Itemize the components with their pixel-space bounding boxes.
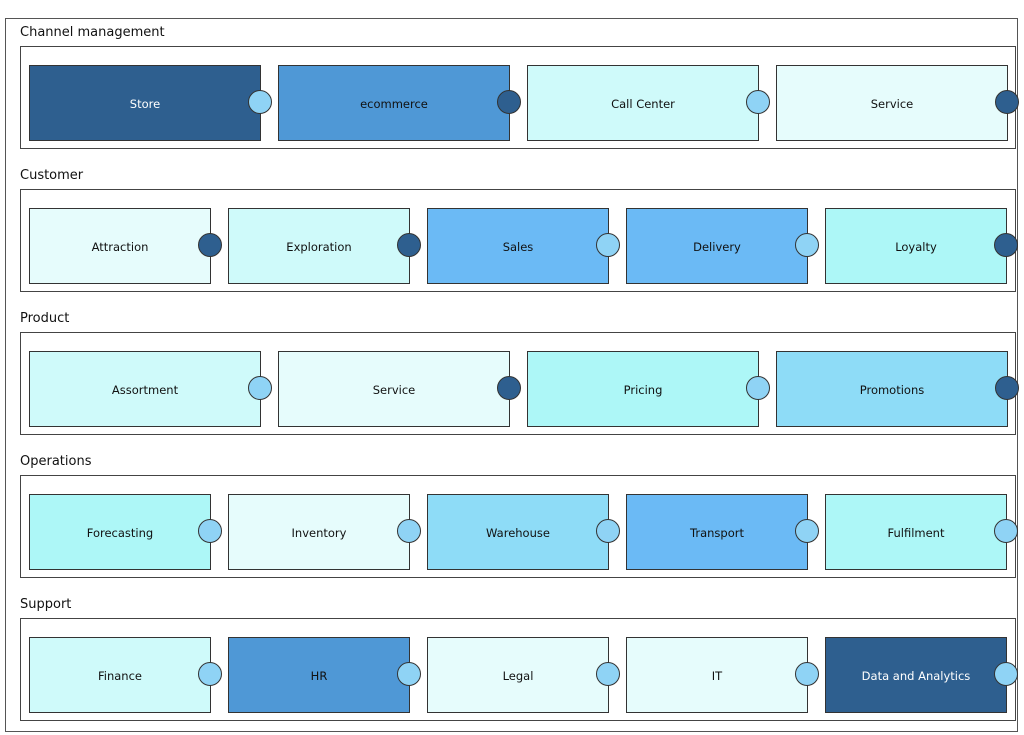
component-loyalty[interactable]: Loyalty xyxy=(825,208,1007,284)
component-fulfilment[interactable]: Fulfilment xyxy=(825,494,1007,570)
component-label: Service xyxy=(870,97,914,111)
component-label: HR xyxy=(310,669,328,683)
component-exploration[interactable]: Exploration xyxy=(228,208,410,284)
component-label: Attraction xyxy=(91,240,149,254)
group-title-customer: Customer xyxy=(20,168,84,183)
component-pricing[interactable]: Pricing xyxy=(527,351,759,427)
interface-port-icon xyxy=(746,376,770,400)
component-label: Legal xyxy=(502,669,534,683)
interface-port-icon xyxy=(198,233,222,257)
component-inventory[interactable]: Inventory xyxy=(228,494,410,570)
component-label: Transport xyxy=(690,526,744,540)
component-service[interactable]: Service xyxy=(278,351,510,427)
interface-port-icon xyxy=(596,662,620,686)
group-channel-management: Store ecommerce Call Center Service xyxy=(20,46,1019,149)
component-hr[interactable]: HR xyxy=(228,637,410,713)
component-label: Loyalty xyxy=(895,240,937,254)
interface-port-icon xyxy=(198,519,222,543)
component-label: Forecasting xyxy=(86,526,154,540)
interface-port-icon xyxy=(995,90,1019,114)
component-legal[interactable]: Legal xyxy=(427,637,609,713)
component-label: Pricing xyxy=(623,383,663,397)
interface-port-icon xyxy=(248,90,272,114)
interface-port-icon xyxy=(795,519,819,543)
interface-port-icon xyxy=(397,519,421,543)
interface-port-icon xyxy=(596,233,620,257)
component-label: Data and Analytics xyxy=(861,669,971,683)
component-label: Fulfilment xyxy=(887,526,945,540)
component-label: Store xyxy=(129,97,161,111)
component-label: Promotions xyxy=(859,383,925,397)
group-operations: Forecasting Inventory Warehouse Transport Fu… xyxy=(20,475,1018,578)
component-warehouse[interactable]: Warehouse xyxy=(427,494,609,570)
interface-port-icon xyxy=(198,662,222,686)
component-service[interactable]: Service xyxy=(776,65,1008,141)
component-delivery[interactable]: Delivery xyxy=(626,208,808,284)
group-customer: Attraction Exploration Sales Delivery Loyalt… xyxy=(20,189,1018,292)
group-title-support: Support xyxy=(20,597,72,612)
interface-port-icon xyxy=(497,376,521,400)
component-label: Delivery xyxy=(693,240,741,254)
component-transport[interactable]: Transport xyxy=(626,494,808,570)
component-label: Finance xyxy=(98,669,142,683)
interface-port-icon xyxy=(994,662,1018,686)
diagram-frame: Channel management Store ecommerce Call Ce… xyxy=(5,18,1019,732)
interface-port-icon xyxy=(397,233,421,257)
component-finance[interactable]: Finance xyxy=(29,637,211,713)
component-label: Call Center xyxy=(611,97,675,111)
component-label: Sales xyxy=(502,240,534,254)
interface-port-icon xyxy=(795,233,819,257)
component-it[interactable]: IT xyxy=(626,637,808,713)
interface-port-icon xyxy=(497,90,521,114)
group-title-channel-management: Channel management xyxy=(20,25,165,40)
interface-port-icon xyxy=(795,662,819,686)
component-promotions[interactable]: Promotions xyxy=(776,351,1008,427)
interface-port-icon xyxy=(596,519,620,543)
group-product: Assortment Service Pricing Promotions xyxy=(20,332,1019,435)
component-data-and-analytics[interactable]: Data and Analytics xyxy=(825,637,1007,713)
component-attraction[interactable]: Attraction xyxy=(29,208,211,284)
component-store[interactable]: Store xyxy=(29,65,261,141)
component-ecommerce[interactable]: ecommerce xyxy=(278,65,510,141)
interface-port-icon xyxy=(397,662,421,686)
component-forecasting[interactable]: Forecasting xyxy=(29,494,211,570)
component-label: Service xyxy=(372,383,416,397)
interface-port-icon xyxy=(994,233,1018,257)
group-title-operations: Operations xyxy=(20,454,92,469)
component-label: ecommerce xyxy=(360,97,428,111)
interface-port-icon xyxy=(995,376,1019,400)
component-label: Warehouse xyxy=(486,526,550,540)
interface-port-icon xyxy=(994,519,1018,543)
group-title-product: Product xyxy=(20,311,70,326)
component-label: Exploration xyxy=(286,240,352,254)
group-support: Finance HR Legal IT Data and Analytics xyxy=(20,618,1018,721)
interface-port-icon xyxy=(248,376,272,400)
interface-port-icon xyxy=(746,90,770,114)
component-call-center[interactable]: Call Center xyxy=(527,65,759,141)
component-label: IT xyxy=(711,669,723,683)
component-label: Assortment xyxy=(111,383,179,397)
component-sales[interactable]: Sales xyxy=(427,208,609,284)
component-assortment[interactable]: Assortment xyxy=(29,351,261,427)
component-label: Inventory xyxy=(291,526,347,540)
